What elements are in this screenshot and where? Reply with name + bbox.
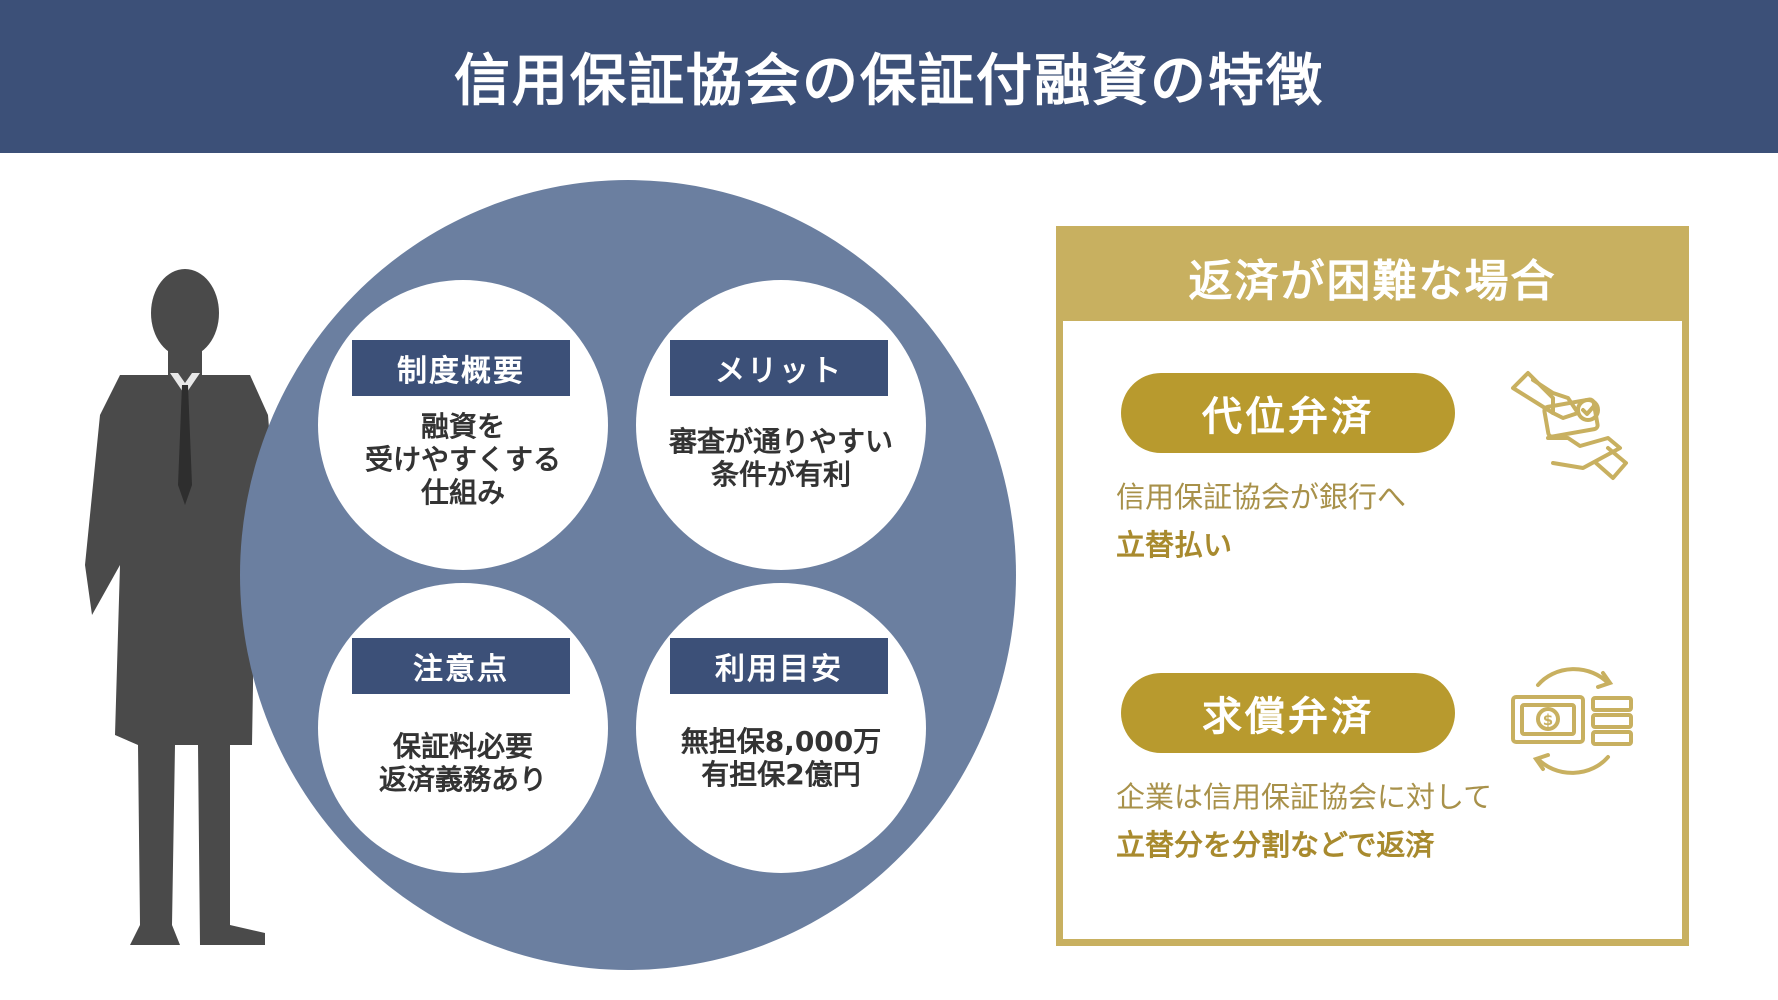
feature-circle-usage [636,583,926,873]
subrogation-description: 信用保証協会が銀行へ 立替払い [1116,480,1407,562]
feature-label-overview: 制度概要 [352,340,570,396]
feature-circle-overview [318,280,608,570]
features-circle [240,180,1016,970]
feature-label-merit: メリット [670,340,888,396]
businessman-silhouette-icon [85,269,280,945]
svg-text:$: $ [1543,711,1553,729]
feature-text-caution: 保証料必要 返済義務あり [378,730,547,796]
subrogation-pill: 代位弁済 [1121,373,1455,453]
panel-header: 返済が困難な場合 [1063,233,1682,321]
feature-circle-merit [636,280,926,570]
feature-label-caution: 注意点 [352,638,570,694]
money-cycle-icon: $ [1511,667,1633,775]
feature-text-overview: 融資を 受けやすくする 仕組み [364,410,561,509]
feature-label-usage: 利用目安 [670,638,888,694]
indemnity-pill: 求償弁済 [1121,673,1455,753]
feature-text-usage: 無担保8,000万 有担保2億円 [680,725,882,791]
repayment-difficulty-panel: 返済が困難な場合 代位弁済 信用保証協会が銀行へ 立替払い 求償弁済 [1056,226,1689,946]
feature-circle-caution [318,583,608,873]
indemnity-description: 企業は信用保証協会に対して 立替分を分割などで返済 [1116,780,1493,862]
page-title: 信用保証協会の保証付融資の特徴 [454,49,1324,114]
feature-text-merit: 審査が通りやすい 条件が有利 [668,425,893,491]
hand-card-payment-icon [1511,371,1628,480]
header-banner: 信用保証協会の保証付融資の特徴 [0,0,1778,153]
panel-title: 返済が困難な場合 [1188,256,1557,307]
